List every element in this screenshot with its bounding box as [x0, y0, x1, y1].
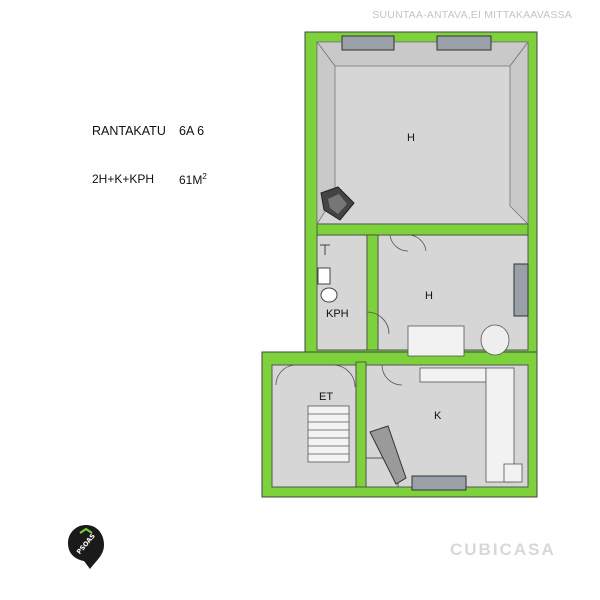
closet-door: [369, 425, 407, 485]
floor-bedroom-top: [316, 41, 529, 225]
toilet-icon: [320, 287, 338, 303]
counter-top: [419, 367, 487, 383]
sink-icon: [317, 267, 331, 285]
interior-walls: [316, 223, 529, 488]
address-street: RANTAKATU: [92, 124, 166, 138]
window-3: [411, 475, 467, 491]
room-labels: H H KPH K ET: [319, 132, 442, 422]
unit-area-value: 61M: [179, 173, 203, 187]
shower-icon: [320, 244, 330, 255]
unit-area-sup: 2: [202, 172, 207, 181]
windows: [341, 35, 529, 491]
label-bedroom-middle: H: [425, 290, 433, 302]
door-arc-entry: [275, 364, 297, 386]
door-arc-bath: [366, 311, 390, 335]
chair-icon: [480, 324, 510, 356]
unit-area: 61M2: [179, 172, 207, 187]
right-ceiling: [509, 40, 529, 225]
disclaimer-text: SUUNTAA-ANTAVA,EI MITTAKAAVASSA: [372, 9, 572, 21]
fridge-icon: [503, 463, 523, 483]
fireplace-icon: [320, 186, 355, 221]
address-number: 6A 6: [179, 124, 205, 138]
counter-right: [485, 367, 515, 483]
doors: [275, 234, 427, 388]
wall-v1: [366, 234, 379, 351]
label-kitchen: K: [434, 410, 442, 422]
table-icon: [407, 325, 465, 357]
wall-v2: [355, 361, 367, 488]
door-arc-hall: [332, 364, 356, 388]
window-1: [341, 35, 395, 51]
window-4: [513, 263, 529, 317]
door-arc-kitchen: [381, 364, 403, 386]
label-hallway: ET: [319, 391, 333, 403]
window-2: [436, 35, 492, 51]
door-arc-2: [407, 234, 427, 252]
wall-h1: [316, 223, 529, 236]
brand-wordmark: CUBICASA: [450, 540, 556, 559]
label-bathroom: KPH: [326, 308, 349, 320]
door-arc-1: [389, 234, 409, 252]
stairs-icon: [307, 405, 350, 463]
kitchen-counter: [407, 324, 523, 483]
bathroom-fixtures: [317, 244, 338, 303]
label-bedroom-top: H: [407, 132, 415, 144]
psoas-logo-icon: [68, 525, 104, 569]
unit-type: 2H+K+KPH: [92, 172, 155, 186]
